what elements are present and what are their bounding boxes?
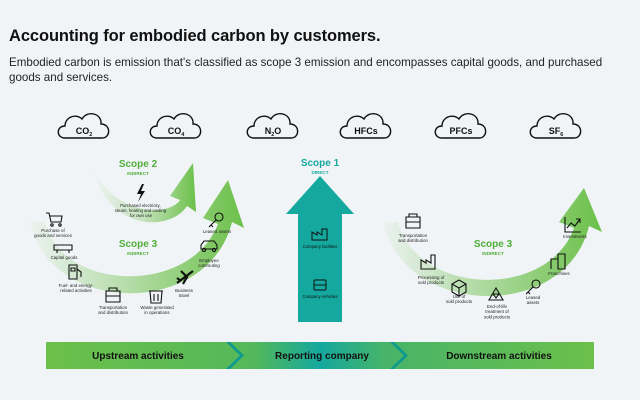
scope3-upstream-item-label: Leased assets <box>203 229 232 234</box>
cloud-icon <box>57 113 110 139</box>
factory-icon <box>311 228 328 241</box>
gas-label: N2O <box>265 126 282 138</box>
key-icon <box>525 279 541 295</box>
gas-label: SF6 <box>549 126 564 138</box>
scope1-subtitle: DIRECT <box>311 170 328 175</box>
scope1-item-facilities: Company facilities <box>303 244 338 249</box>
upstream-scope3-arrow <box>30 180 244 294</box>
car-icon <box>200 240 218 253</box>
gas-label: CO2 <box>76 126 93 138</box>
scope3-upstream-item: Leased assets <box>203 212 232 234</box>
bar-label-upstream: Upstream activities <box>92 351 184 362</box>
building-icon <box>550 253 566 270</box>
scope3-upstream-title: Scope 3 <box>119 239 158 250</box>
lightning-icon <box>137 184 145 202</box>
factory-icon <box>420 254 436 270</box>
gas-label: HFCs <box>354 126 378 136</box>
page-title: Accounting for embodied carbon by custom… <box>9 27 381 45</box>
fuel-pump-icon <box>68 264 82 280</box>
gas-cloud: HFCs <box>339 113 392 139</box>
scope2-arrow <box>93 163 196 223</box>
key-icon <box>208 212 224 228</box>
bar-chevron-left <box>226 342 244 369</box>
scope1-title: Scope 1 <box>301 158 340 169</box>
scope2-item-label: Purchased electricity, steam, heating an… <box>115 203 168 218</box>
cloud-icon <box>149 113 202 139</box>
gas-label: PFCs <box>449 126 472 136</box>
gas-cloud: CO4 <box>149 113 202 139</box>
scope3-upstream-item: Capital goods <box>51 244 79 260</box>
bar-label-downstream: Downstream activities <box>446 351 552 362</box>
airplane-icon <box>176 270 194 285</box>
scope3-downstream-subtitle: INDIRECT <box>482 251 504 256</box>
chart-icon <box>564 217 581 233</box>
recycle-icon <box>488 286 504 301</box>
scope3-upstream-item-label: Fuel- and energy-related activities <box>59 283 94 293</box>
activities-bar <box>46 342 594 369</box>
scope2-title: Scope 2 <box>119 159 158 170</box>
gas-cloud: SF6 <box>529 113 582 139</box>
scope3-upstream-subtitle: INDIRECT <box>127 251 149 256</box>
capital-goods-icon <box>53 244 73 253</box>
shopping-cart-icon <box>46 212 63 227</box>
scope1-arrow <box>286 176 354 322</box>
scope3-upstream-item: Fuel- and energy-related activities <box>59 264 94 293</box>
trash-bin-icon <box>149 290 163 304</box>
scope3-downstream-item: Investments <box>563 217 588 239</box>
scope3-downstream-item-label: Investments <box>563 234 587 239</box>
gas-cloud: CO2 <box>57 113 110 139</box>
page-subtitle: Embodied carbon is emission that's class… <box>9 56 603 84</box>
cloud-icon <box>339 113 392 139</box>
cloud-icon <box>529 113 582 139</box>
truck-icon <box>313 279 327 291</box>
truck-icon <box>105 287 121 303</box>
cloud-icon <box>434 113 487 139</box>
gas-cloud: PFCs <box>434 113 487 139</box>
downstream-scope3-arrow <box>383 188 602 297</box>
gas-label: CO4 <box>168 126 186 138</box>
scope2-subtitle: INDIRECT <box>127 171 149 176</box>
scope3-downstream-item: Franchises <box>548 253 571 276</box>
gas-cloud: N2O <box>246 113 299 139</box>
cloud-icon <box>246 113 299 139</box>
bar-chevron-right <box>390 342 408 369</box>
truck-icon <box>405 213 421 229</box>
scope3-downstream-title: Scope 3 <box>474 239 513 250</box>
scope1-item-vehicles: Company vehicles <box>302 294 337 299</box>
scope3-downstream-item-label: Franchises <box>548 271 570 276</box>
scope3-upstream-item-label: Capital goods <box>51 255 79 260</box>
box-icon <box>451 279 467 297</box>
bar-label-reporting: Reporting company <box>275 351 369 362</box>
